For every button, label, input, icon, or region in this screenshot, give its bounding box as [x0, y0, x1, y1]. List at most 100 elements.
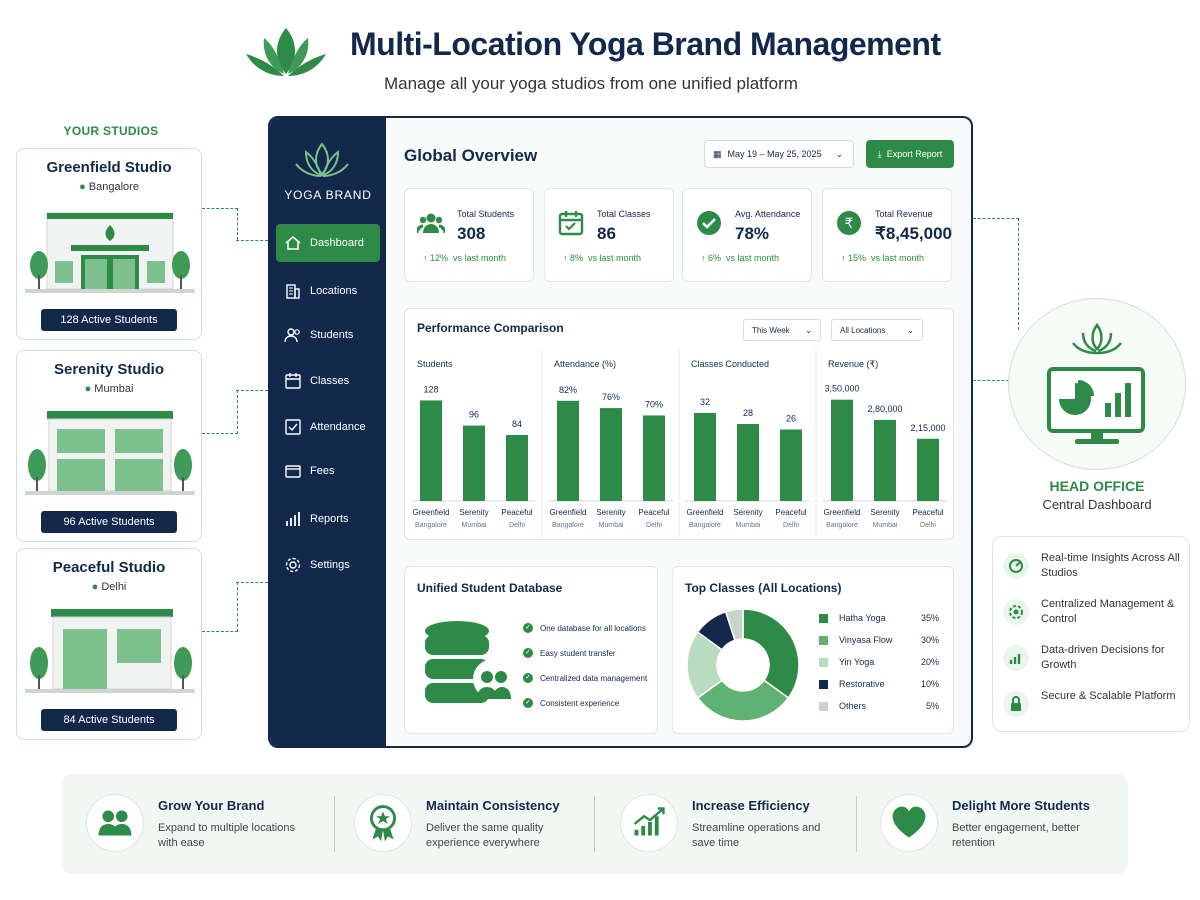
chart-title: Students — [417, 359, 453, 369]
brand-name: YOGA BRAND — [284, 188, 372, 202]
kpi-change: ↑ 12% vs last month — [423, 253, 507, 263]
bar-value-label: 84 — [512, 419, 522, 429]
active-students-badge: 84 Active Students — [41, 709, 177, 731]
connector-line — [973, 380, 1009, 381]
benefit-title: Increase Efficiency — [692, 798, 810, 813]
sidebar-item-classes[interactable]: Classes — [276, 362, 380, 400]
page-subtitle: Manage all your yoga studios from one un… — [384, 74, 798, 93]
wallet-icon — [285, 465, 301, 478]
sidebar-item-label: Locations — [310, 285, 358, 297]
legend-label: Hatha Yoga — [839, 613, 886, 623]
arrow-up-icon: ↑ — [701, 253, 706, 263]
donut-slice — [724, 608, 744, 642]
lotus-logo-icon — [295, 142, 349, 177]
category-label: Peaceful — [638, 508, 669, 517]
bar — [557, 400, 579, 501]
gear-icon — [285, 557, 301, 573]
chevron-down-icon: ⌄ — [907, 325, 914, 335]
location-filter-select[interactable]: All Locations ⌄ — [831, 319, 923, 341]
connector-line — [202, 582, 238, 632]
category-label: Greenfield — [824, 508, 861, 517]
legend-percent: 30% — [920, 635, 939, 645]
category-label: Peaceful — [775, 508, 806, 517]
category-label: Peaceful — [501, 508, 532, 517]
bar-value-label: 26 — [786, 414, 796, 424]
studio-name: Greenfield Studio — [46, 159, 172, 176]
sidebar-item-dashboard[interactable]: Dashboard — [276, 224, 380, 262]
unified-database-card: Unified Student Database ✓One database f… — [404, 566, 658, 734]
studio-card-greenfield[interactable]: Greenfield Studio ● Bangalore 128 Active… — [16, 148, 202, 340]
kpi-card-total-students: Total Students 308 ↑ 12% vs last month — [404, 188, 534, 282]
benefit-desc: Deliver the same quality experience ever… — [426, 822, 544, 849]
sidebar-item-reports[interactable]: Reports — [276, 500, 380, 538]
main-content: Global Overview ▦ May 19 – May 25, 2025 … — [386, 118, 971, 746]
legend-label: Vinyasa Flow — [839, 635, 893, 645]
kpi-value: 78% — [735, 224, 770, 243]
kpi-value: ₹8,45,000 — [875, 224, 952, 243]
database-title: Unified Student Database — [417, 581, 563, 595]
connector-line — [236, 390, 268, 391]
period-select[interactable]: This Week⌄ — [743, 319, 821, 341]
category-sublabel: Mumbai — [873, 522, 898, 529]
legend-percent: 35% — [920, 613, 939, 623]
studio-city: ● Mumbai — [84, 383, 134, 395]
category-sublabel: Bangalore — [552, 522, 584, 529]
insights-icon — [1003, 553, 1029, 579]
arrow-up-icon: ↑ — [563, 253, 568, 263]
divider — [856, 796, 857, 852]
export-report-button[interactable]: ⤓ Export Report — [866, 140, 954, 168]
home-icon — [285, 236, 301, 250]
legend-swatch — [819, 702, 828, 711]
category-label: Greenfield — [550, 508, 587, 517]
studio-card-serenity[interactable]: Serenity Studio ● Mumbai 96 Active Stude… — [16, 350, 202, 542]
sidebar-item-students[interactable]: Students — [276, 316, 380, 354]
bar — [420, 400, 442, 501]
category-sublabel: Bangalore — [826, 522, 858, 529]
head-office-illustration — [1008, 298, 1186, 470]
benefit-title: Grow Your Brand — [158, 798, 265, 813]
top-classes-donut-chart — [686, 608, 800, 722]
active-students-badge: 96 Active Students — [41, 511, 177, 533]
legend-swatch — [819, 680, 828, 689]
category-sublabel: Delhi — [920, 522, 936, 529]
sidebar-item-attendance[interactable]: Attendance — [276, 408, 380, 446]
studio-building-icon — [25, 212, 195, 293]
building-icon — [286, 284, 300, 299]
benefit-delight: Delight More Students Better engagement,… — [856, 774, 1116, 874]
benefit-desc: Streamline operations and save time — [692, 822, 821, 849]
bar-value-label: 128 — [423, 384, 438, 394]
sidebar-item-settings[interactable]: Settings — [276, 546, 380, 584]
rupee-icon: ₹ — [837, 211, 861, 235]
bar-value-label: 28 — [743, 408, 753, 418]
sidebar-item-locations[interactable]: Locations — [276, 272, 380, 310]
benefit-title: Maintain Consistency — [426, 798, 560, 813]
studios-label: YOUR STUDIOS — [63, 124, 159, 138]
monitor-dashboard-icon — [1047, 322, 1145, 444]
check-circle-icon — [697, 211, 721, 235]
head-office-title: HEAD OFFICE — [1049, 478, 1145, 494]
users-icon — [86, 794, 144, 852]
database-point: ✓One database for all locations — [523, 623, 646, 633]
date-range-picker[interactable]: ▦ May 19 – May 25, 2025 ⌄ — [704, 140, 854, 168]
kpi-label: Total Students — [457, 209, 515, 219]
database-icon — [425, 621, 513, 703]
performance-bar-charts: Students128GreenfieldBangalore96Serenity… — [411, 349, 947, 537]
calendar-icon — [558, 211, 584, 236]
category-sublabel: Mumbai — [599, 522, 624, 529]
award-icon — [354, 794, 412, 852]
category-sublabel: Delhi — [509, 522, 525, 529]
sidebar-item-fees[interactable]: Fees — [276, 452, 380, 490]
bar-value-label: 2,80,000 — [867, 404, 902, 414]
period-select-value: This Week — [752, 325, 790, 335]
location-filter-value: All Locations — [840, 325, 886, 335]
bar — [600, 408, 622, 501]
studio-card-peaceful[interactable]: Peaceful Studio ● Delhi 84 Active Studen… — [16, 548, 202, 740]
head-office-features: Real-time Insights Across All Studios Ce… — [992, 536, 1190, 732]
bar — [780, 429, 802, 501]
donut-slice — [696, 679, 790, 722]
feature-text: Centralized Management & Control — [1041, 598, 1175, 625]
export-report-label: Export Report — [886, 149, 943, 159]
check-icon: ✓ — [523, 698, 533, 708]
sidebar: YOGA BRAND Dashboard Locations Students … — [270, 118, 386, 746]
bar-value-label: 96 — [469, 410, 479, 420]
